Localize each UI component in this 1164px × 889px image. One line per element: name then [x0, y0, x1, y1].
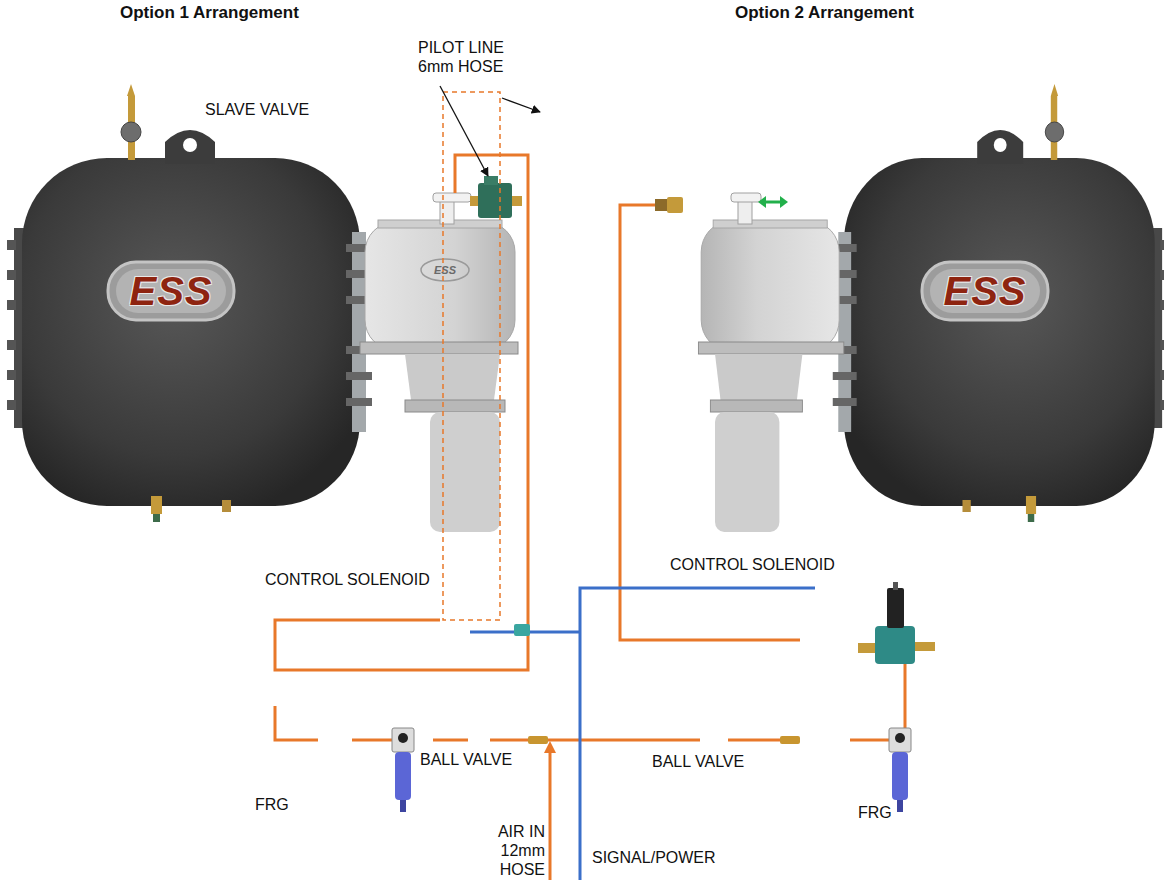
air-hose — [275, 155, 905, 880]
logo-badge — [116, 269, 226, 313]
callout-label: CONTROL SOLENOID — [265, 570, 430, 589]
callout-label: CONTROL SOLENOID — [670, 555, 835, 574]
slave-valve-symbol — [470, 176, 522, 218]
logo-badge — [108, 262, 234, 320]
ball-valve-symbol — [528, 736, 548, 744]
leader-arrow — [440, 86, 488, 176]
receiver-tank — [7, 84, 518, 532]
dashed-bracket — [443, 92, 500, 620]
callout-label: FRG — [858, 803, 892, 822]
callout-label: SLAVE VALVE — [205, 100, 309, 119]
logo-text: ESS — [129, 269, 212, 313]
callout-label: BALL VALVE — [420, 750, 512, 769]
logo-badge — [922, 262, 1048, 320]
frg-symbol — [392, 728, 414, 812]
logo-oval — [421, 259, 469, 281]
callout-label: AIR IN 12mm HOSE — [463, 822, 545, 879]
frg-symbol — [889, 728, 911, 812]
callout-label: FRG — [255, 795, 289, 814]
ball-valve-symbol — [780, 736, 800, 744]
double-arrow — [758, 196, 788, 208]
logo-text: ESS — [434, 264, 456, 276]
callout-label: PILOT LINE 6mm HOSE — [418, 38, 518, 76]
tee-fitting — [514, 624, 530, 636]
leader-arrow — [502, 98, 540, 112]
logo-badge — [930, 269, 1040, 313]
signal-name: SIGNAL/POWER — [592, 848, 716, 867]
logo-text: ESS — [943, 269, 1026, 313]
option-heading: Option 1 Arrangement — [120, 3, 299, 22]
callout-label: BALL VALVE — [652, 752, 744, 771]
option-heading: Option 2 Arrangement — [735, 3, 914, 22]
solenoid-symbol — [858, 582, 935, 664]
